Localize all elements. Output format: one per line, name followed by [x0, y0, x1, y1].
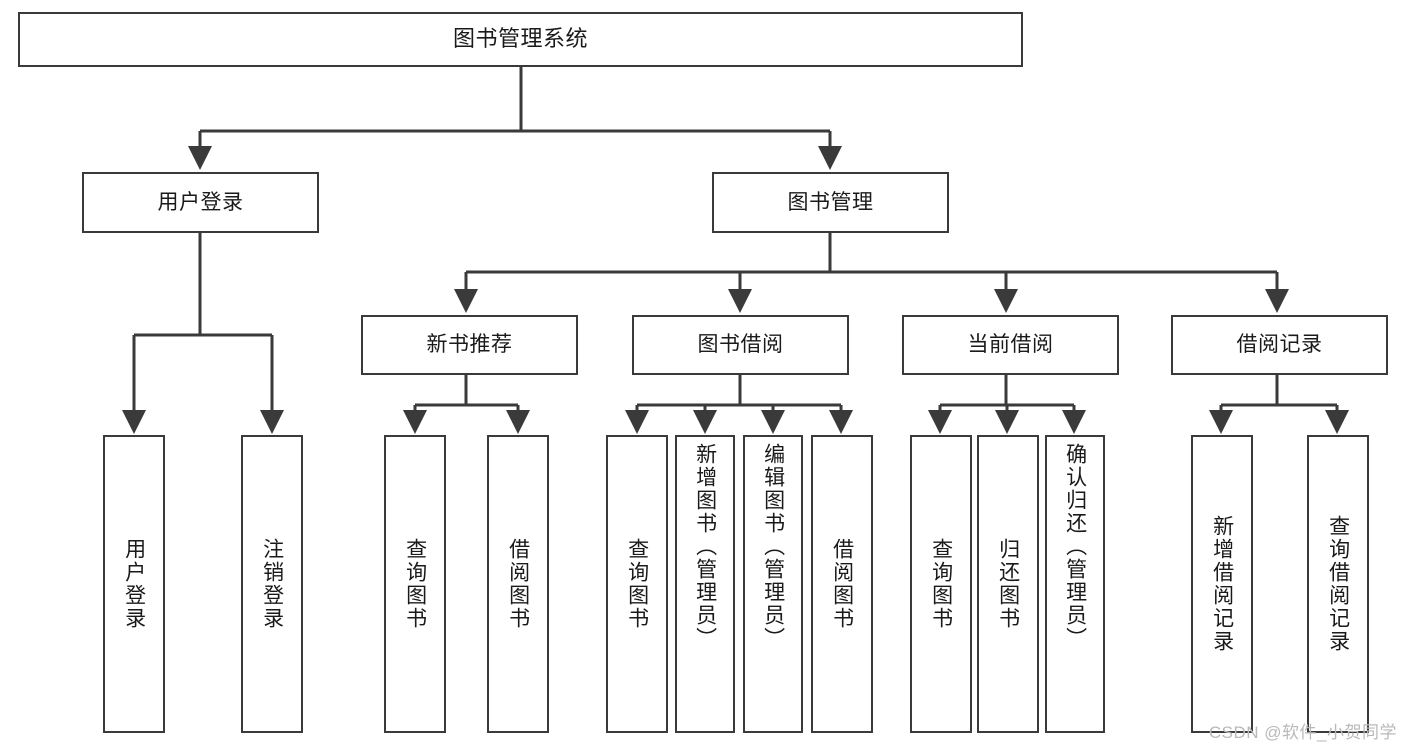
node-label: 查询图书 — [929, 538, 953, 630]
node-label: 新书推荐 — [426, 333, 513, 357]
node-label: 当前借阅 — [967, 333, 1054, 357]
node-label: 归还图书 — [996, 538, 1020, 630]
node-leaf-edit-book-admin[interactable]: 编辑图书（管理员） — [743, 435, 803, 733]
node-label: 新增图书（管理员） — [693, 443, 717, 650]
node-new-book-recommend[interactable]: 新书推荐 — [361, 315, 578, 375]
node-label: 图书管理系统 — [452, 26, 588, 52]
node-leaf-query-borrow-record[interactable]: 查询借阅记录 — [1307, 435, 1369, 733]
node-leaf-query-book-2[interactable]: 查询图书 — [606, 435, 668, 733]
node-root-book-management-system[interactable]: 图书管理系统 — [18, 12, 1023, 67]
node-leaf-add-book-admin[interactable]: 新增图书（管理员） — [675, 435, 735, 733]
node-book-borrow[interactable]: 图书借阅 — [632, 315, 849, 375]
csdn-watermark: CSDN @软件_小贺同学 — [1208, 723, 1397, 742]
node-leaf-query-book-3[interactable]: 查询图书 — [910, 435, 972, 733]
node-label: 用户登录 — [122, 538, 146, 630]
node-label: 查询图书 — [403, 538, 427, 630]
node-label: 查询借阅记录 — [1326, 515, 1350, 653]
node-label: 图书管理 — [787, 190, 874, 214]
node-leaf-borrow-book-2[interactable]: 借阅图书 — [811, 435, 873, 733]
node-label: 图书借阅 — [697, 333, 784, 357]
node-leaf-user-login[interactable]: 用户登录 — [103, 435, 165, 733]
node-label: 查询图书 — [625, 538, 649, 630]
node-label: 注销登录 — [260, 538, 284, 630]
node-leaf-add-borrow-record[interactable]: 新增借阅记录 — [1191, 435, 1253, 733]
node-label: 用户登录 — [157, 190, 244, 214]
node-label: 新增借阅记录 — [1210, 515, 1234, 653]
node-borrow-record[interactable]: 借阅记录 — [1171, 315, 1388, 375]
node-leaf-logout-login[interactable]: 注销登录 — [241, 435, 303, 733]
node-label: 编辑图书（管理员） — [761, 443, 785, 650]
node-leaf-return-book[interactable]: 归还图书 — [977, 435, 1039, 733]
node-label: 借阅记录 — [1236, 333, 1323, 357]
node-book-manage[interactable]: 图书管理 — [712, 172, 949, 233]
node-leaf-confirm-return-admin[interactable]: 确认归还（管理员） — [1045, 435, 1105, 733]
node-leaf-borrow-book-1[interactable]: 借阅图书 — [487, 435, 549, 733]
node-current-borrow[interactable]: 当前借阅 — [902, 315, 1119, 375]
node-label: 确认归还（管理员） — [1063, 443, 1087, 650]
node-label: 借阅图书 — [830, 538, 854, 630]
node-user-login[interactable]: 用户登录 — [82, 172, 319, 233]
node-label: 借阅图书 — [506, 538, 530, 630]
node-leaf-query-book-1[interactable]: 查询图书 — [384, 435, 446, 733]
